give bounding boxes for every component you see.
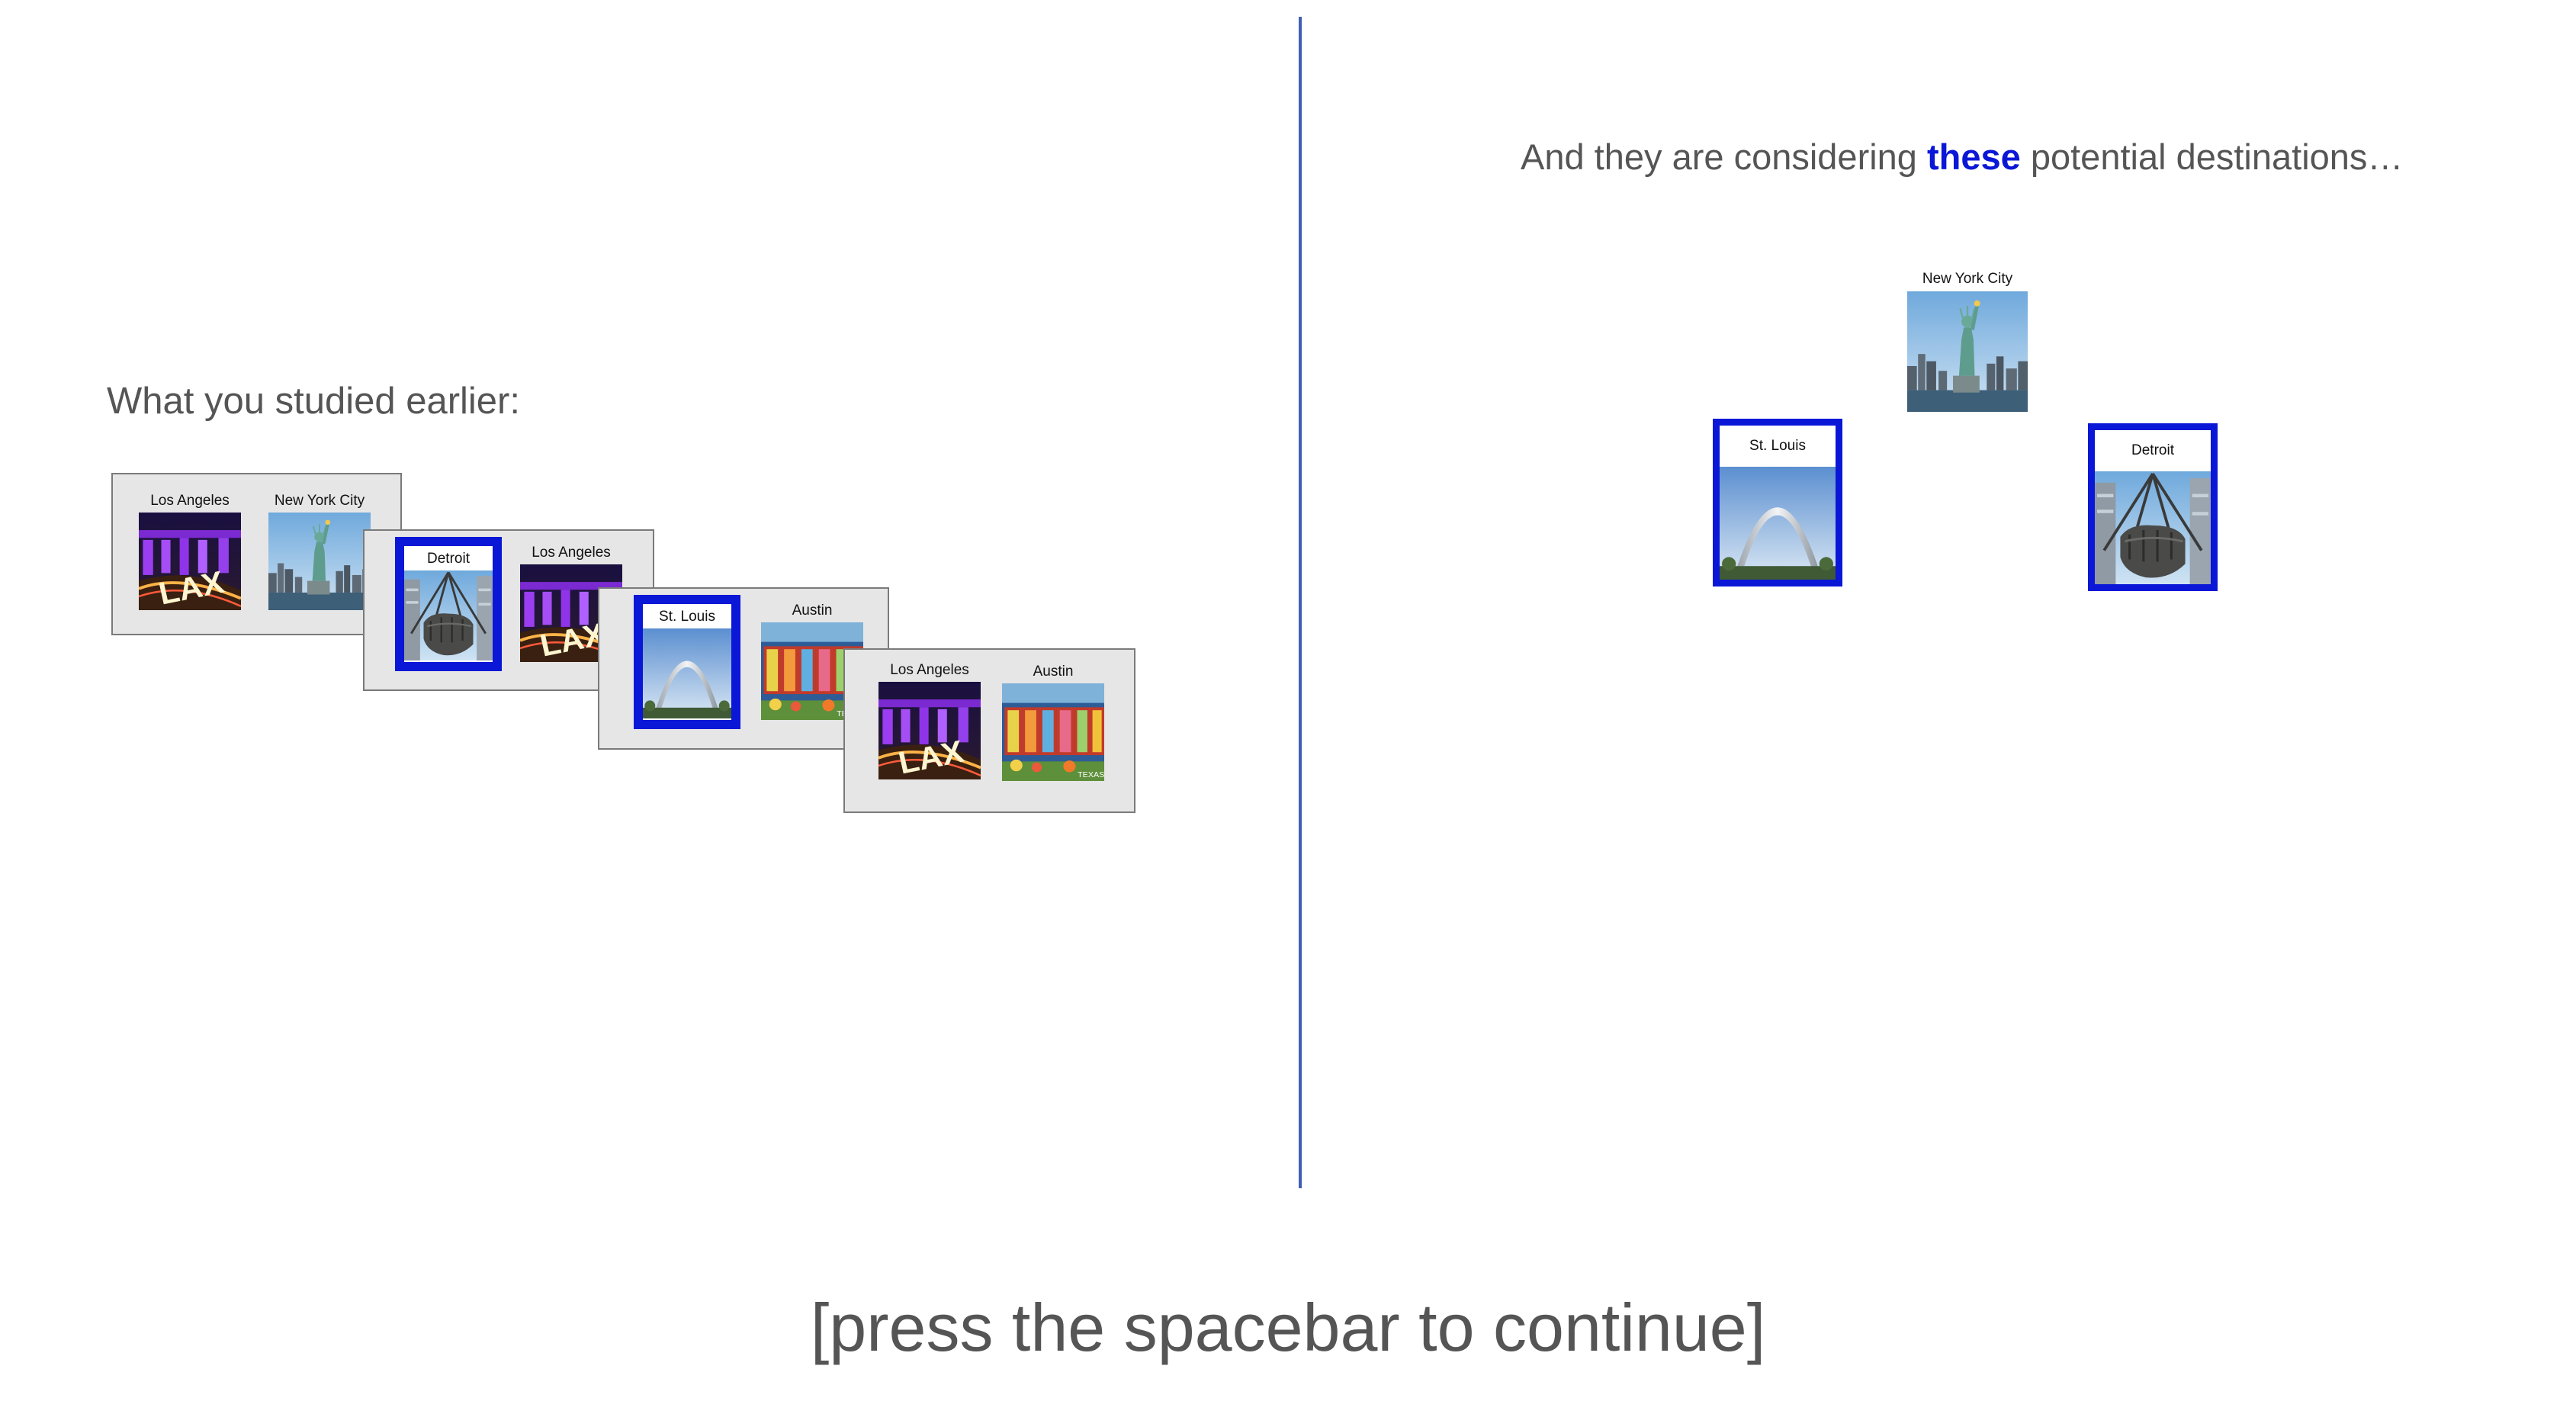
heading-text-after: potential destinations… [2020, 137, 2404, 177]
card-1-left-item: Los Angeles [136, 490, 244, 610]
continue-prompt: [press the spacebar to continue] [810, 1290, 1766, 1365]
city-label: Los Angeles [532, 545, 611, 561]
statue-of-liberty-photo-icon [268, 513, 371, 610]
city-label: Austin [1033, 664, 1074, 680]
city-label: St. Louis [1749, 438, 1806, 454]
city-label: Detroit [427, 551, 470, 567]
city-label: Los Angeles [890, 662, 969, 678]
joe-louis-fist-photo-icon [404, 570, 493, 660]
card-2-left-item-selected: Detroit [395, 537, 502, 671]
city-label: Detroit [2131, 442, 2174, 458]
city-label: Los Angeles [150, 493, 230, 509]
center-divider [1299, 17, 1302, 1188]
destination-left-selected: St. Louis [1713, 419, 1842, 586]
joe-louis-fist-photo-icon [2095, 471, 2211, 584]
studied-earlier-heading: What you studied earlier: [107, 381, 520, 422]
lax-sign-photo-icon [139, 513, 241, 610]
lax-sign-photo-icon [878, 682, 981, 779]
card-1-right-item: New York City [265, 490, 374, 610]
destinations-heading: And they are considering these potential… [1521, 136, 2403, 178]
studied-card-4: Los Angeles Austin [843, 648, 1135, 813]
card-3-left-item-selected: St. Louis [634, 595, 740, 729]
studied-card-1: Los Angeles New York City [111, 473, 402, 635]
card-2-right-item: Los Angeles [517, 541, 625, 662]
austin-postcard-photo-icon [1002, 683, 1104, 781]
card-4-right-item: Austin [999, 660, 1107, 781]
card-4-left-item: Los Angeles [875, 659, 984, 779]
studied-card-3: St. Louis Austin [598, 587, 889, 750]
heading-text-before: And they are considering [1521, 137, 1927, 177]
destination-right-selected: Detroit [2088, 423, 2218, 591]
heading-emphasis: these [1927, 137, 2021, 177]
gateway-arch-photo-icon [643, 628, 731, 718]
city-label: Austin [792, 603, 833, 619]
card-3-right-item: Austin [758, 599, 866, 720]
city-label: New York City [274, 493, 365, 509]
city-label: New York City [1922, 271, 2013, 287]
destination-top: New York City [1899, 267, 2036, 412]
city-label: St. Louis [659, 609, 715, 625]
statue-of-liberty-photo-icon [1907, 291, 2028, 412]
gateway-arch-photo-icon [1720, 467, 1836, 580]
